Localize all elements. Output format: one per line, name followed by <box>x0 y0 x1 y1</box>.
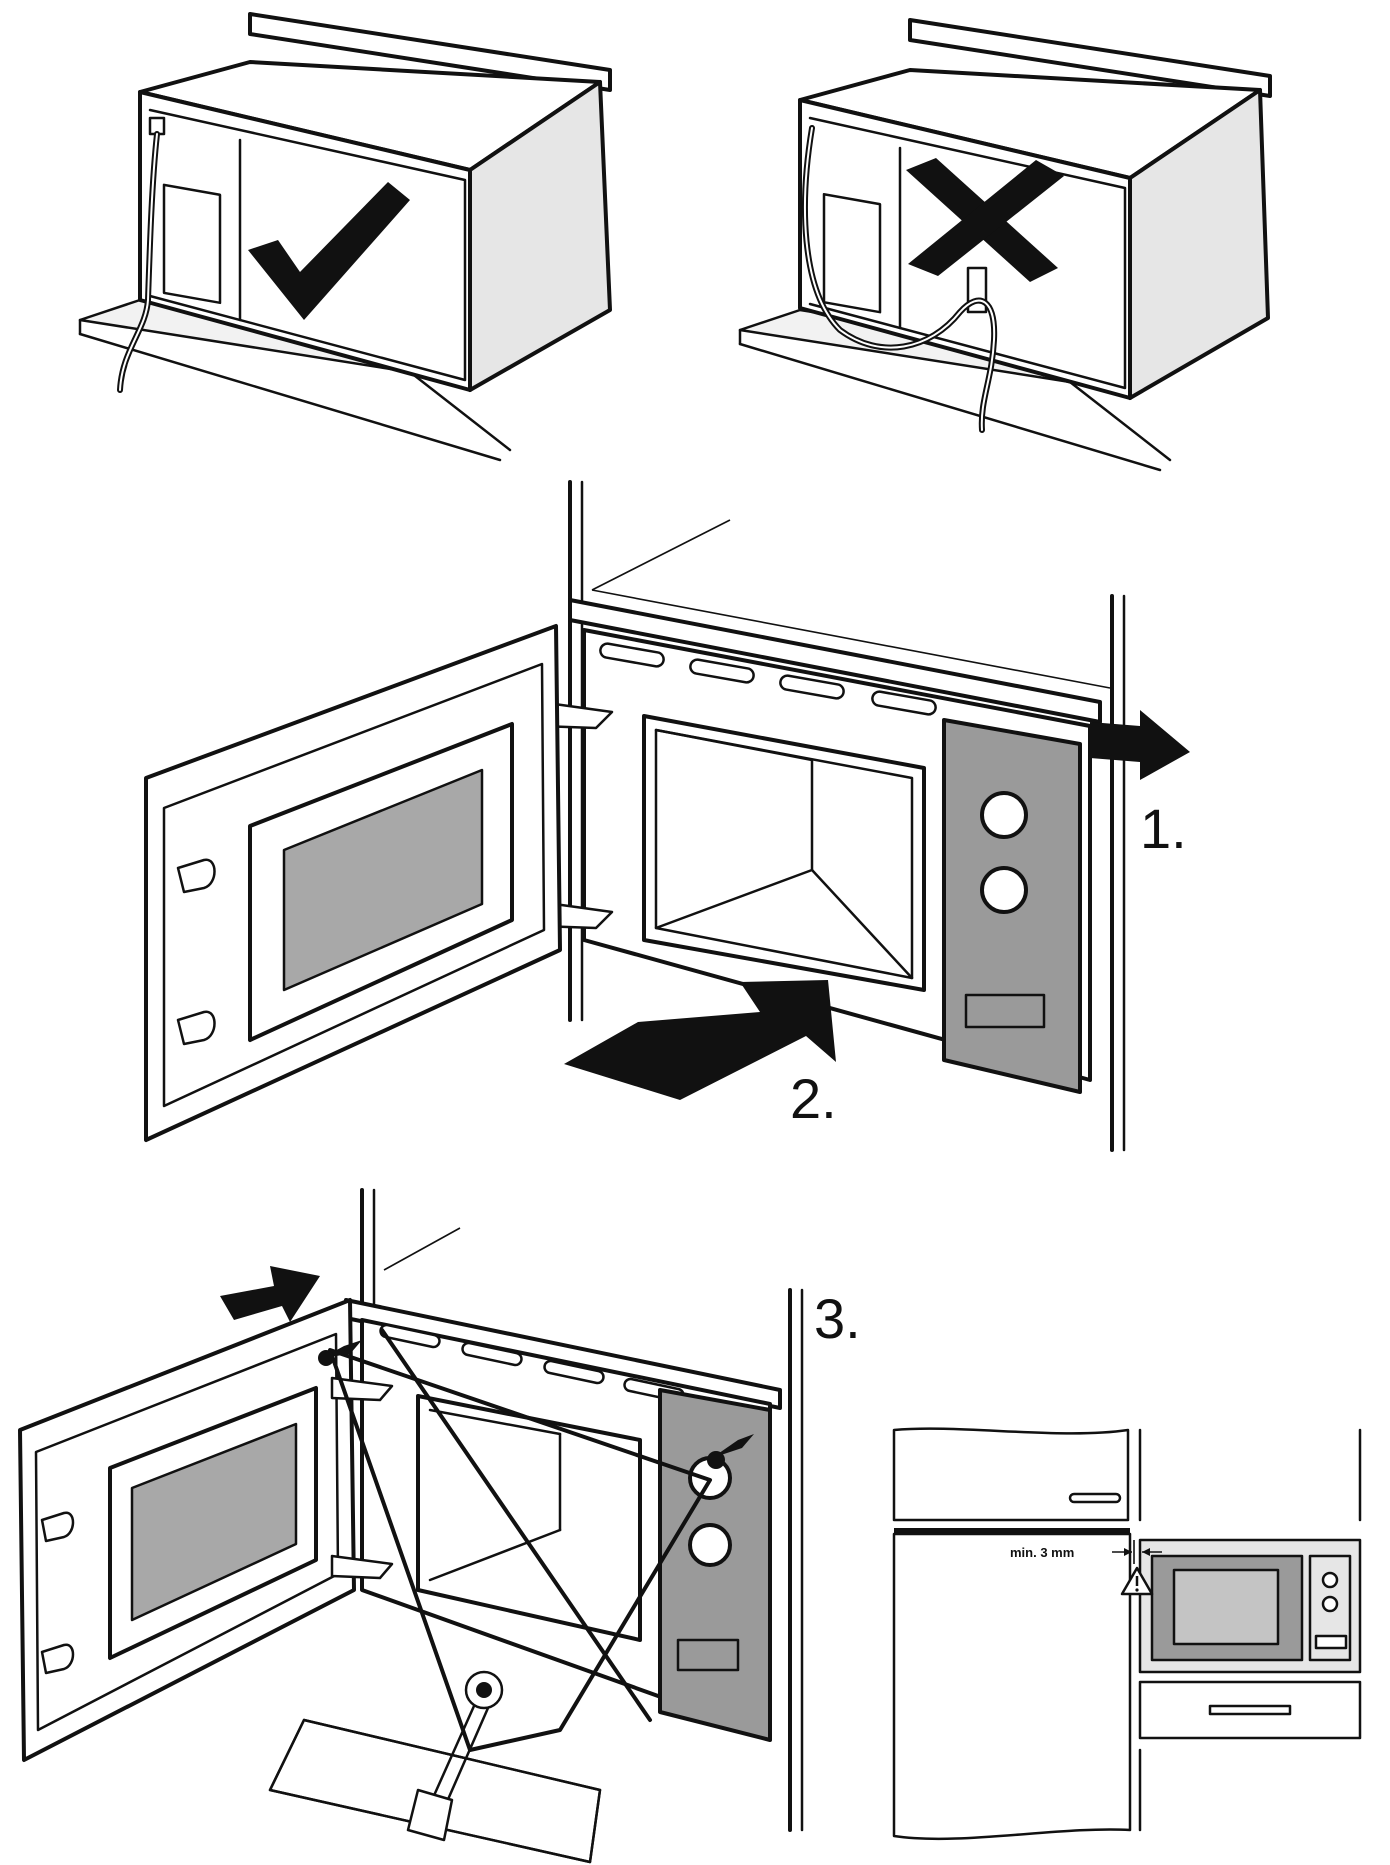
panel-incorrect-cable-routing <box>738 18 1272 472</box>
vent-slots <box>599 642 937 716</box>
min-gap-label: min. 3 mm <box>1010 1545 1074 1560</box>
push-arrow-icon <box>564 980 836 1100</box>
screw-icon <box>707 1434 754 1469</box>
cross-mark-icon <box>906 158 1064 282</box>
panel-correct-cable-routing <box>78 12 612 462</box>
push-arrow-icon <box>1090 710 1190 780</box>
control-knob-lower <box>980 866 1028 914</box>
panel-steps-1-2: 1. 2. <box>144 480 1190 1152</box>
control-knob-upper <box>980 791 1028 839</box>
screw-icon <box>318 1340 362 1366</box>
screwdriver-icon <box>406 1670 504 1842</box>
panel-step-3-screw-fixing: 3. <box>18 1188 861 1864</box>
warning-triangle-icon <box>1120 1566 1154 1596</box>
push-arrow-icon <box>220 1266 320 1322</box>
step-2-label: 2. <box>790 1067 837 1130</box>
check-mark-icon <box>248 182 410 320</box>
panel-min-gap-detail: min. 3 mm <box>892 1427 1362 1841</box>
step-3-label: 3. <box>814 1287 861 1350</box>
step-1-label: 1. <box>1140 797 1187 860</box>
